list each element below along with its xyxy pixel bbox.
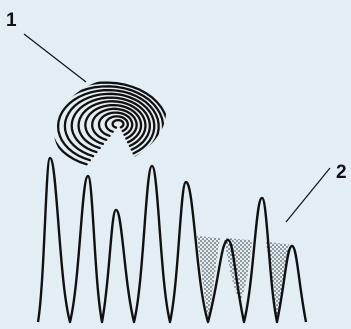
fingerprint-icon xyxy=(44,83,167,169)
callout-label-1: 1 xyxy=(6,10,17,31)
callout-leader-2 xyxy=(286,168,330,222)
fingerprint-ridge xyxy=(113,120,124,128)
callout-leader-1 xyxy=(24,34,86,82)
callout-label-2: 2 xyxy=(336,162,347,183)
waveform-signal xyxy=(38,158,306,322)
